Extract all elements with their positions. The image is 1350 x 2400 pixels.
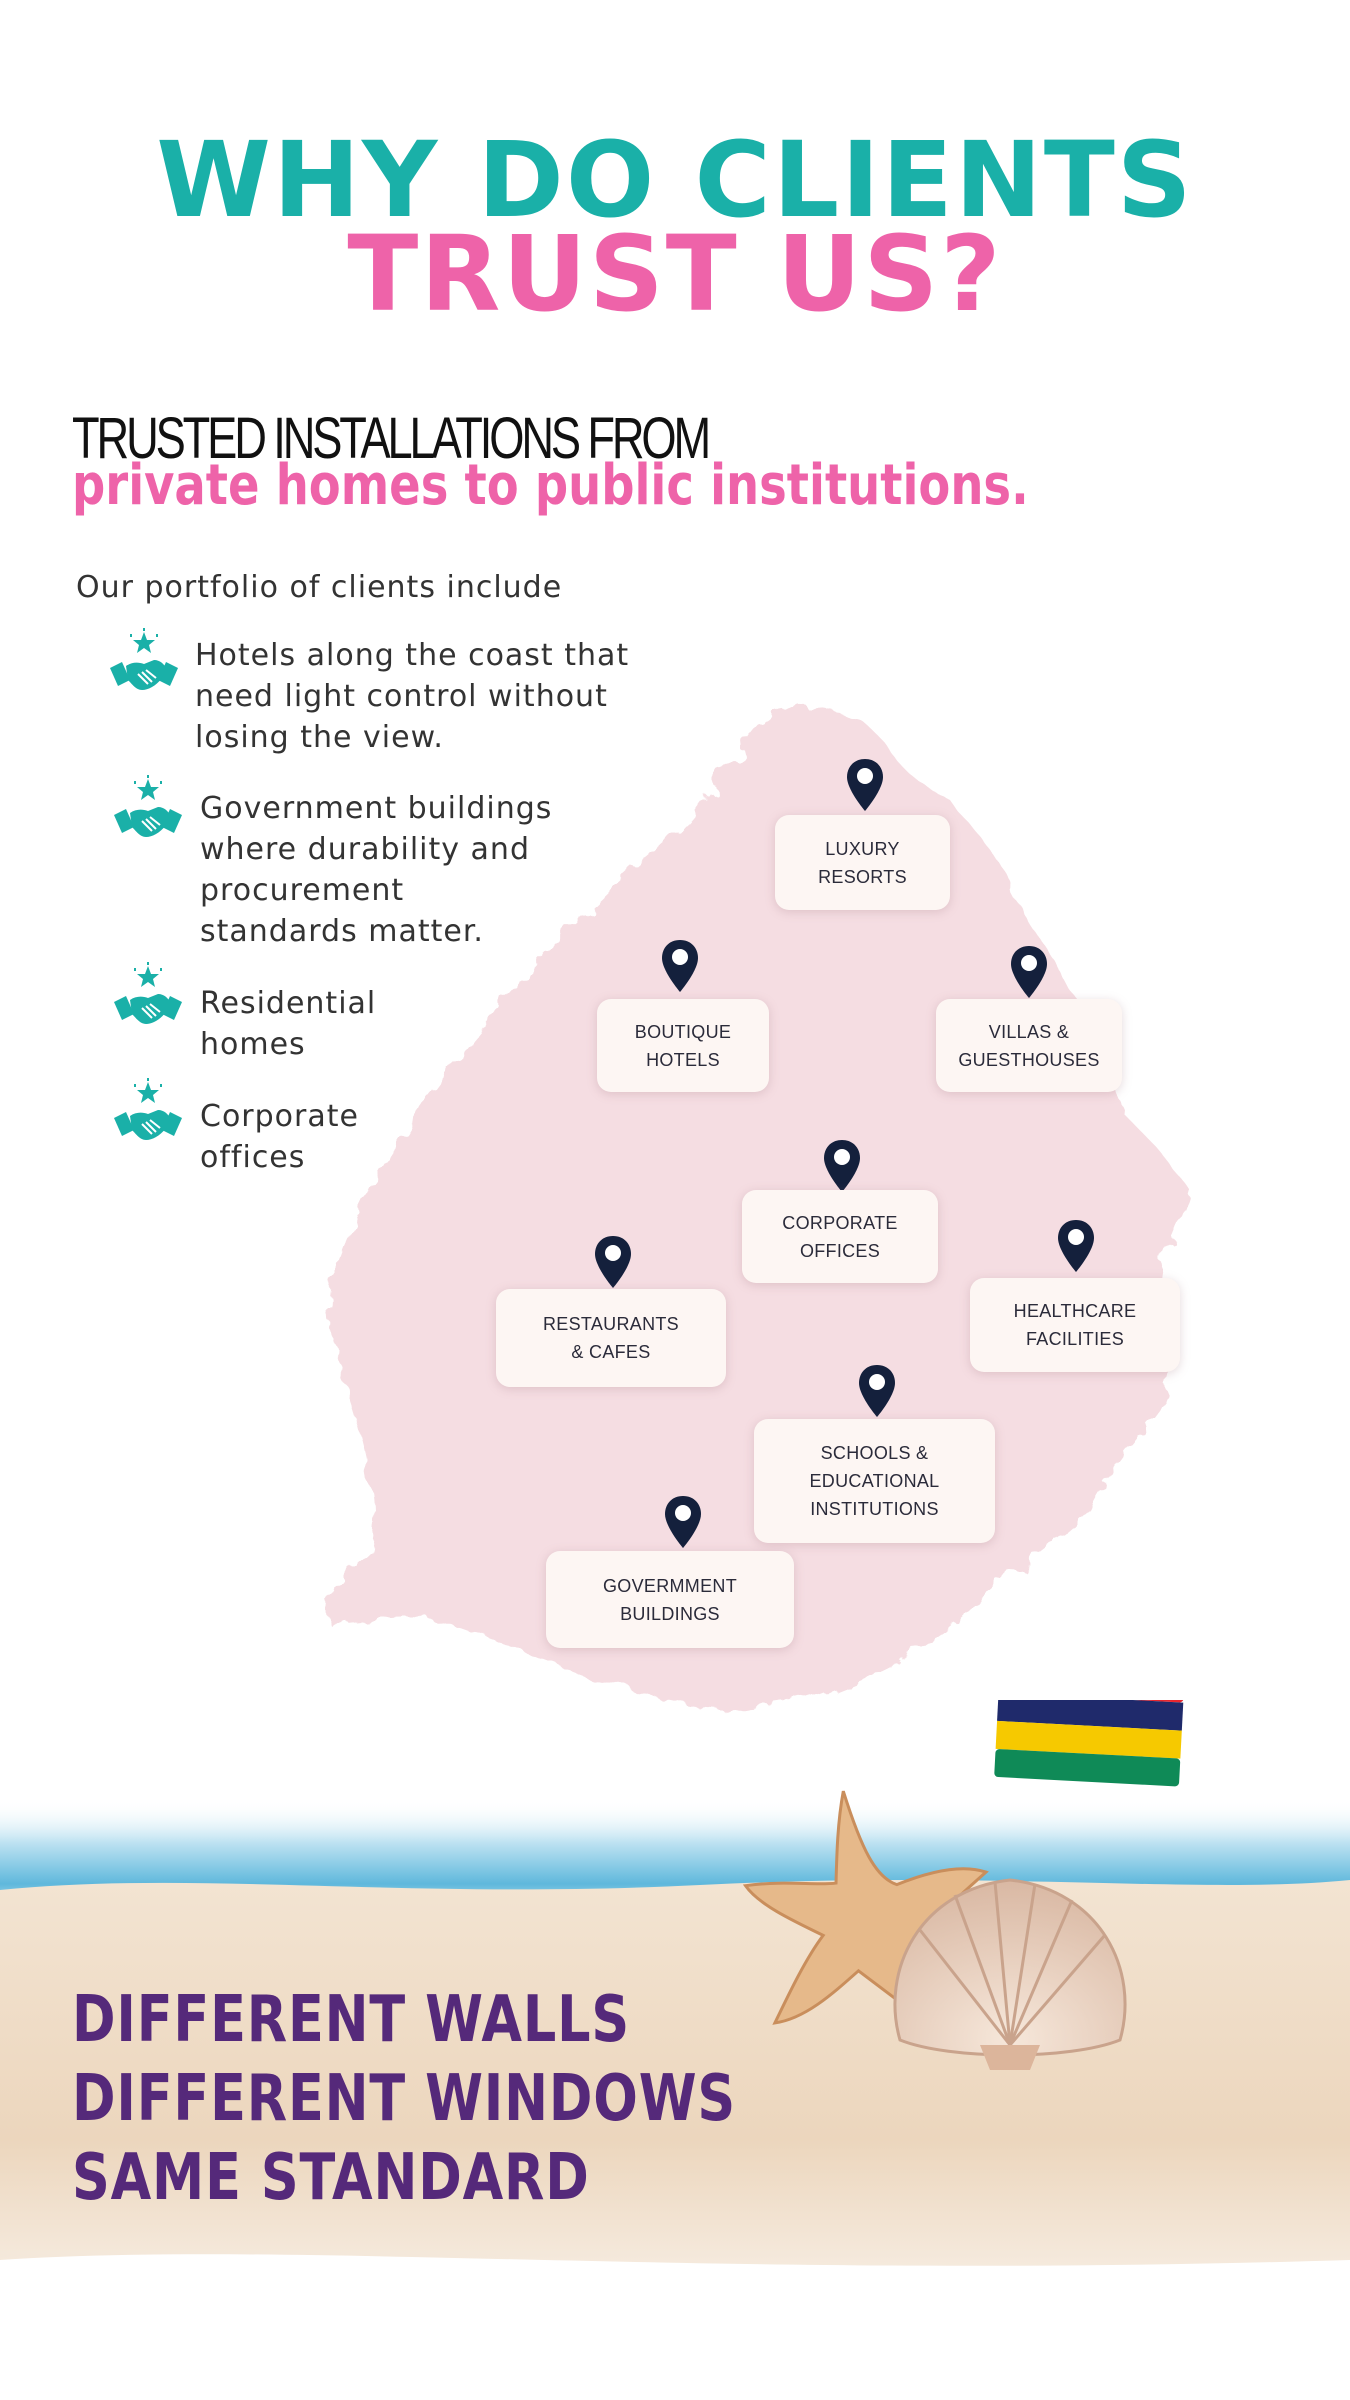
- map-pin-icon: [847, 759, 883, 811]
- map-pin-icon: [1058, 1220, 1094, 1272]
- location-card-corporate-offices: CORPORATE OFFICES: [742, 1190, 938, 1283]
- tagline-line-2: DIFFERENT WINDOWS: [72, 2062, 737, 2136]
- portfolio-intro: Our portfolio of clients include: [76, 570, 563, 605]
- map-pin-icon: [859, 1365, 895, 1417]
- map-pin-icon: [662, 940, 698, 992]
- map-pin-icon: [1011, 946, 1047, 998]
- subtitle-line-2: private homes to public institutions.: [72, 453, 1029, 518]
- map-pin-icon: [665, 1496, 701, 1548]
- subtitle-line-1: TRUSTED INSTALLATIONS FROM: [72, 406, 711, 471]
- location-card-villas-guesthouses: VILLAS & GUESTHOUSES: [936, 999, 1122, 1092]
- location-card-government-buildings: GOVERMMENT BUILDINGS: [546, 1551, 794, 1648]
- title-line-1: WHY DO CLIENTS: [156, 119, 1194, 241]
- location-card-schools: SCHOOLS & EDUCATIONAL INSTITUTIONS: [754, 1419, 995, 1543]
- location-card-restaurants-cafes: RESTAURANTS & CAFES: [496, 1289, 726, 1387]
- seashell-icon: [893, 1878, 1127, 2070]
- handshake-star-icon: [110, 628, 178, 690]
- location-card-healthcare-facilities: HEALTHCARE FACILITIES: [970, 1278, 1180, 1372]
- mauritius-flag-icon: [994, 1700, 1185, 1787]
- tagline-line-1: DIFFERENT WALLS: [72, 1983, 631, 2057]
- map-pin-icon: [824, 1140, 860, 1192]
- handshake-star-icon: [114, 962, 182, 1024]
- map-pin-icon: [595, 1236, 631, 1288]
- location-card-luxury-resorts: LUXURY RESORTS: [775, 815, 950, 910]
- location-card-boutique-hotels: BOUTIQUE HOTELS: [597, 999, 769, 1092]
- handshake-star-icon: [114, 1078, 182, 1140]
- tagline-line-3: SAME STANDARD: [72, 2141, 590, 2215]
- handshake-star-icon: [114, 775, 182, 837]
- beach-scene: [0, 1700, 1350, 2400]
- title-line-2: TRUST US?: [347, 213, 1003, 335]
